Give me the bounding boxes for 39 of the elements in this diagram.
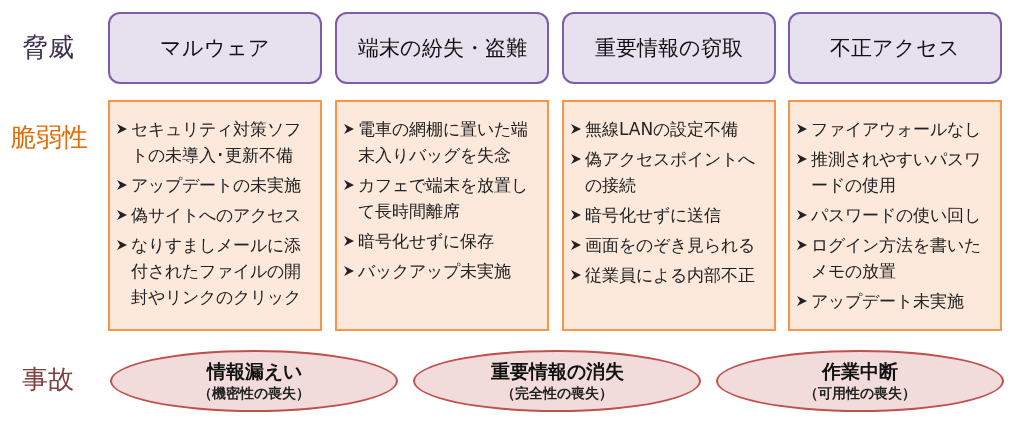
vulnerability-item: 偽アクセスポイントへの接続: [585, 148, 756, 197]
incident-note: （可用性の喪失）: [804, 385, 916, 403]
vulnerability-item: 暗号化せずに保存: [358, 230, 494, 253]
vulnerability-item: 画面をのぞき見られる: [585, 234, 755, 257]
threat-box: [788, 12, 1002, 84]
vulnerability-item: 暗号化せずに送信: [585, 204, 721, 227]
vulnerability-box: [335, 100, 549, 331]
incident-name: 重要情報の消失: [490, 359, 624, 384]
vulnerability-box: [108, 100, 322, 331]
vulnerability-box: [562, 100, 776, 331]
threat-name: 不正アクセス: [830, 35, 960, 62]
vulnerability-item: パスワードの使い回し: [811, 204, 981, 227]
threat-box: [108, 12, 322, 84]
vulnerability-item: 従業員による内部不正: [585, 264, 755, 287]
threat-box: [562, 12, 776, 84]
row-label: 脅威: [22, 31, 74, 64]
vulnerability-box: [788, 100, 1002, 331]
vulnerability-item: アップデートの未実施: [131, 174, 301, 197]
threat-name: 重要情報の窃取: [595, 35, 743, 62]
incident-name: 情報漏えい: [206, 359, 302, 384]
vulnerability-item: 偽サイトへのアクセス: [131, 204, 301, 227]
vulnerability-item: なりすましメールに添付されたファイルの開封やリンクのクリック: [131, 234, 302, 309]
vulnerability-item: カフェで端末を放置して長時間離席: [358, 174, 529, 223]
vulnerability-item: ログイン方法を書いたメモの放置: [811, 234, 982, 283]
row-label: 事故: [22, 363, 74, 396]
incident-note: （機密性の喪失）: [198, 385, 310, 403]
threat-box: [335, 12, 549, 84]
vulnerability-item: セキュリティ対策ソフトの未導入･更新不備: [131, 118, 302, 167]
vulnerability-item: 電車の網棚に置いた端末入りバッグを失念: [358, 118, 529, 167]
vulnerability-item: 無線LANの設定不備: [585, 118, 739, 141]
row-label: 脆弱性: [10, 121, 88, 154]
vulnerability-item: ファイアウォールなし: [811, 118, 981, 141]
vulnerability-item: アップデート未実施: [811, 290, 964, 313]
incident-note: （完全性の喪失）: [501, 385, 613, 403]
vulnerability-item: バックアップ未実施: [358, 260, 511, 283]
threat-name: 端末の紛失・盗難: [357, 35, 527, 62]
threat-name: マルウェア: [160, 35, 270, 62]
vulnerability-item: 推測されやすいパスワードの使用: [811, 148, 982, 197]
incident-name: 作業中断: [822, 359, 898, 384]
